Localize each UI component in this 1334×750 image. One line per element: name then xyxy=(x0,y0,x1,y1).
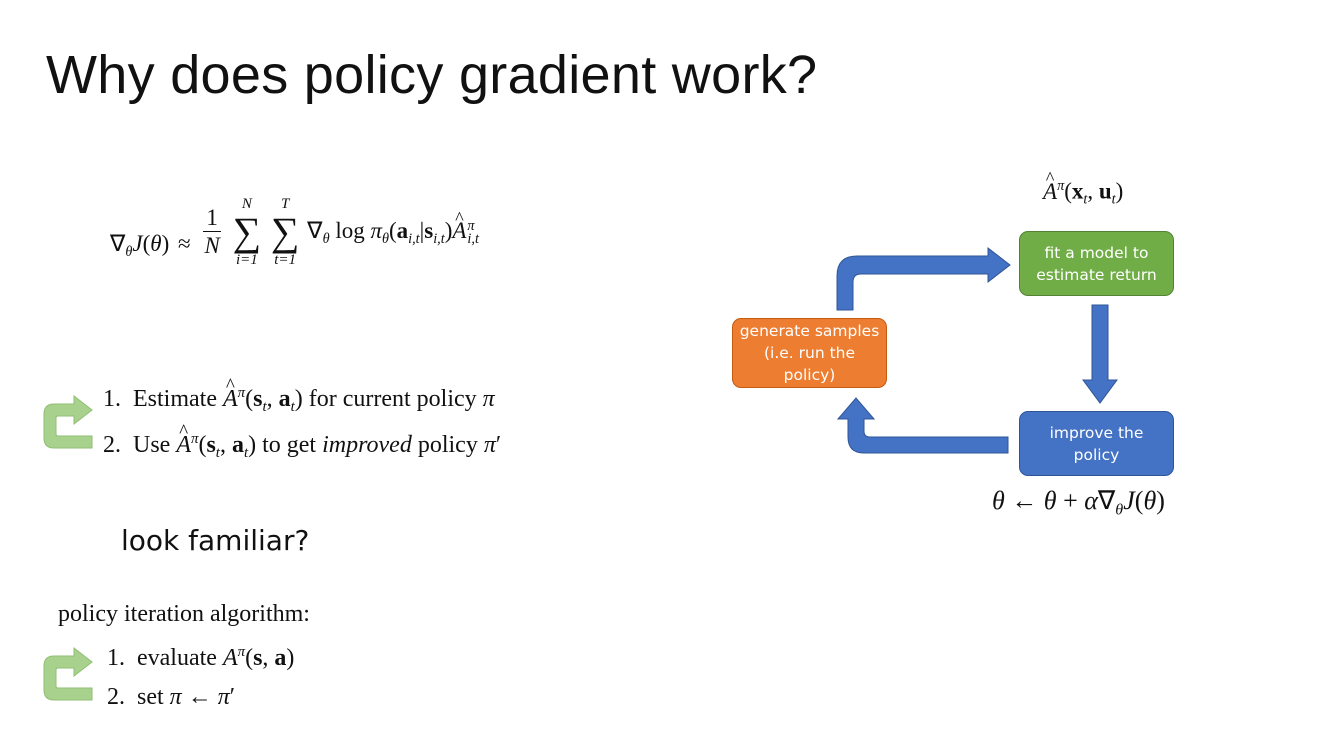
slide-title: Why does policy gradient work? xyxy=(46,45,818,105)
advantage-label: ^Aπ(xt, ut) xyxy=(1043,168,1124,208)
nabla-symbol: ∇ xyxy=(110,231,126,256)
generate-samples-box: generate samples (i.e. run the policy) xyxy=(732,318,887,388)
loop-arrow-icon xyxy=(43,394,93,449)
pi-step-1: 1. evaluate Aπ(s, a) xyxy=(107,644,295,671)
look-familiar-text: look familiar? xyxy=(121,524,310,557)
pg-step-1: 1. Estimate ^Aπ(st, at) for current poli… xyxy=(103,375,495,416)
fit-model-box: fit a model to estimate return xyxy=(1019,231,1174,296)
pg-step-2: 2. Use ^Aπ(st, at) to get improved polic… xyxy=(103,421,502,462)
sum-over-t: T ∑ t=1 xyxy=(270,196,300,268)
arrow-down-icon xyxy=(1082,304,1118,404)
approx-symbol: ≈ xyxy=(178,231,191,256)
loop-arrow-icon xyxy=(43,646,93,701)
sum-over-i: N ∑ i=1 xyxy=(232,196,262,268)
arrow-to-orange-icon xyxy=(836,397,1009,454)
fraction-1-over-N: 1 N xyxy=(203,204,221,258)
arrow-to-green-icon xyxy=(836,246,1011,311)
policy-gradient-formula: ∇θJ(θ) ≈ 1 N N ∑ i=1 T ∑ t=1 ∇θ log πθ(a… xyxy=(110,196,479,268)
pi-step-2: 2. set π ← π′ xyxy=(107,684,235,710)
improve-policy-box: improve the policy xyxy=(1019,411,1174,476)
policy-iteration-heading: policy iteration algorithm: xyxy=(58,601,310,627)
update-rule: θ ← θ + α∇θJ(θ) xyxy=(992,486,1165,519)
